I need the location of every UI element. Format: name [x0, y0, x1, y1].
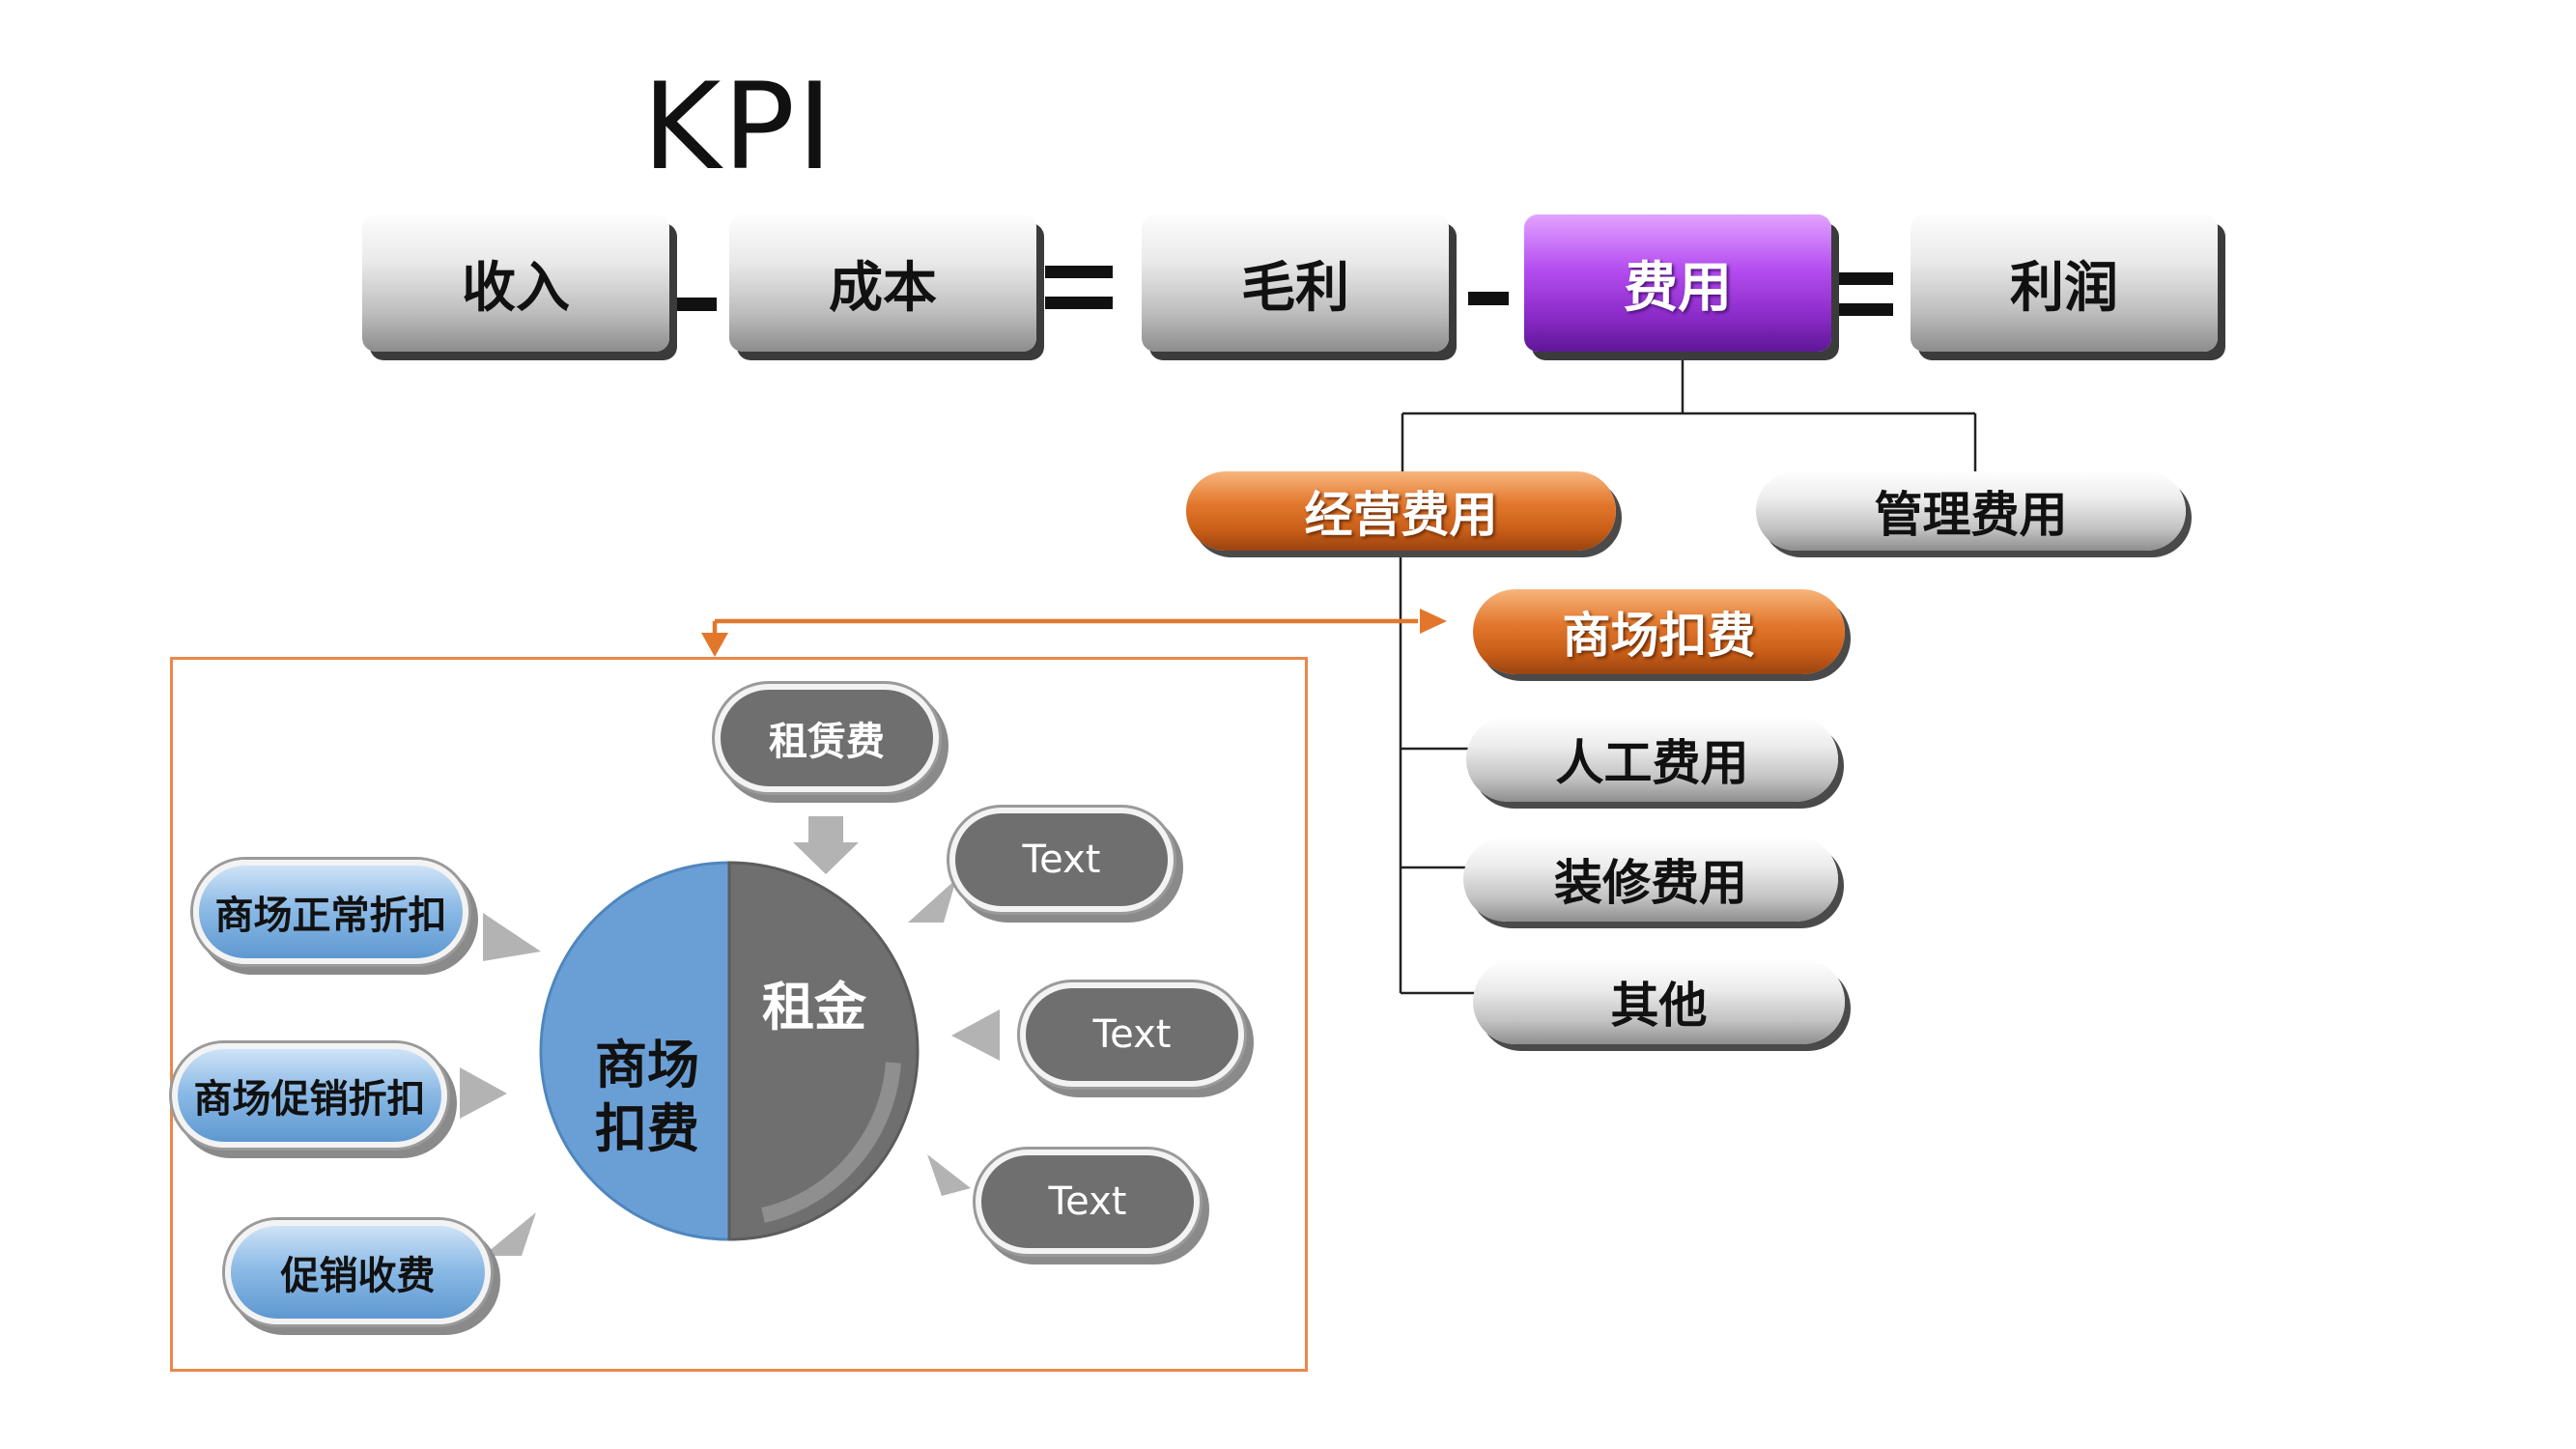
- pie-left-half: [539, 861, 731, 1241]
- equals-operator-2-top: [1826, 272, 1893, 285]
- arrow-from-left-1: [483, 913, 541, 961]
- gross-profit-box: 毛利: [1142, 214, 1449, 352]
- text-pill-2: Text: [1020, 982, 1244, 1087]
- promotion-fee-pill: 促销收费: [225, 1220, 491, 1324]
- pie-label-rent: 租金: [762, 977, 866, 1037]
- inward-arrows: [460, 816, 1000, 1256]
- operating-expense-pill: 经营费用: [1186, 471, 1616, 551]
- arrow-from-right-2: [951, 1009, 1000, 1061]
- decoration-expense-pill: 装修费用: [1463, 837, 1838, 922]
- pie-label-mall-deduction: 商场 扣费: [595, 1035, 699, 1159]
- pie-highlight-arc: [761, 1062, 901, 1223]
- pie-chart: [539, 861, 920, 1241]
- arrow-from-right-3: [927, 1154, 971, 1196]
- mall-deduction-detail-frame: [170, 657, 1308, 1372]
- page-title: KPI: [642, 58, 835, 197]
- cost-box: 成本: [729, 214, 1036, 352]
- minus-operator-1: [676, 298, 717, 311]
- expense-box: 费用: [1524, 214, 1831, 352]
- arrow-from-top: [793, 816, 859, 874]
- arrowhead-down: [701, 633, 728, 657]
- equals-operator-2-bottom: [1826, 303, 1893, 316]
- tree-connectors: [1399, 357, 1977, 995]
- minus-operator-2: [1468, 292, 1509, 305]
- labor-expense-pill: 人工费用: [1466, 717, 1838, 802]
- text-pill-1: Text: [949, 808, 1174, 912]
- arrow-from-left-3: [483, 1212, 536, 1256]
- other-expense-pill: 其他: [1473, 959, 1845, 1044]
- text-pill-3: Text: [976, 1150, 1200, 1254]
- arrow-from-right-1: [908, 879, 956, 923]
- mall-promotion-discount-pill: 商场促销折扣: [172, 1043, 447, 1148]
- equals-operator-1-top: [1045, 266, 1113, 278]
- admin-expense-pill: 管理费用: [1756, 471, 2186, 551]
- lease-fee-pill: 租赁费: [715, 684, 939, 792]
- profit-box: 利润: [1911, 214, 2218, 352]
- orange-link-arrow: [712, 618, 1418, 638]
- revenue-box: 收入: [362, 214, 669, 352]
- arrow-from-left-2: [460, 1067, 507, 1119]
- mall-deduction-pill: 商场扣费: [1473, 589, 1845, 674]
- equals-operator-1-bottom: [1045, 297, 1113, 309]
- arrowhead-right: [1420, 609, 1447, 634]
- mall-regular-discount-pill: 商场正常折扣: [193, 860, 468, 964]
